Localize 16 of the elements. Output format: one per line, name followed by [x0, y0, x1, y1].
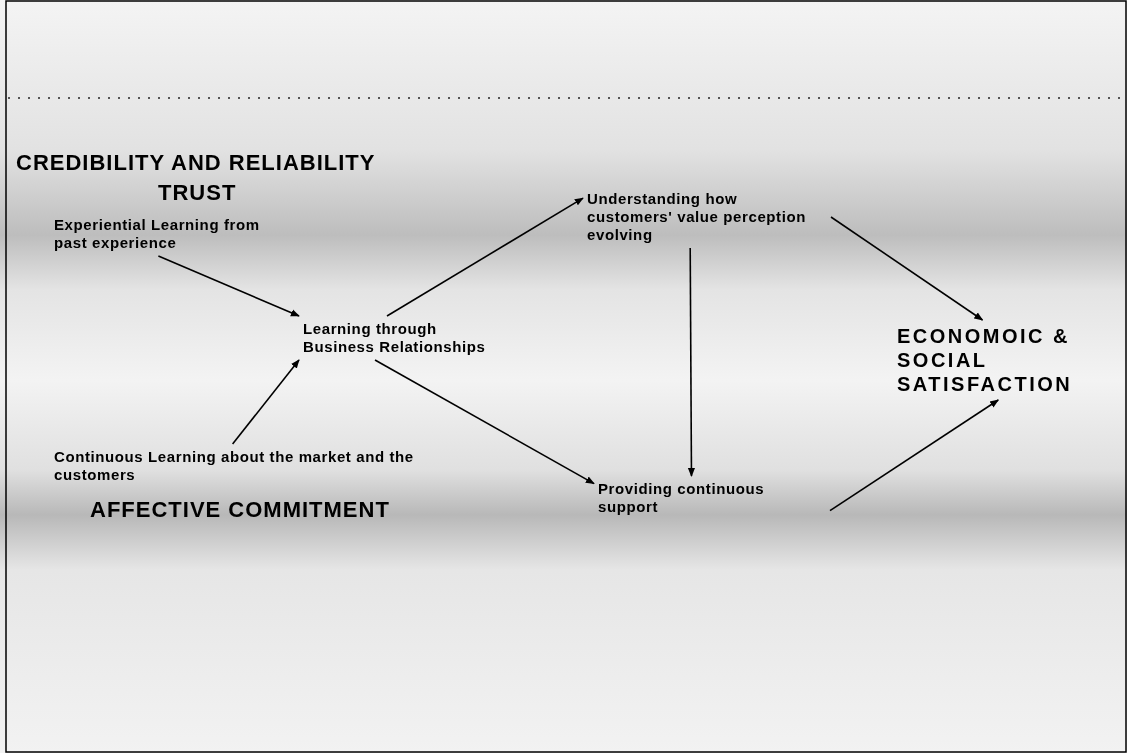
node-text: ECONOMOIC & SOCIAL SATISFACTION	[897, 324, 1122, 396]
node-text: Learning through Business Relationships	[303, 320, 503, 356]
heading-label: AFFECTIVE COMMITMENT	[90, 497, 390, 523]
heading-label: TRUST	[158, 180, 237, 206]
node-text: Continuous Learning about the market and the customers	[54, 448, 434, 484]
arrow	[829, 399, 1000, 512]
heading-label: CREDIBILITY AND RELIABILITY	[16, 150, 376, 176]
node-text: Providing continuous support	[598, 480, 826, 516]
arrow	[830, 216, 984, 321]
arrow	[231, 359, 300, 445]
arrow	[374, 359, 595, 485]
arrow	[157, 255, 300, 317]
arrow	[687, 247, 696, 477]
node-text: Experiential Learning from past experience	[54, 216, 286, 252]
node-text: Understanding how customers' value perception evolving	[587, 190, 827, 244]
arrow	[386, 197, 584, 317]
